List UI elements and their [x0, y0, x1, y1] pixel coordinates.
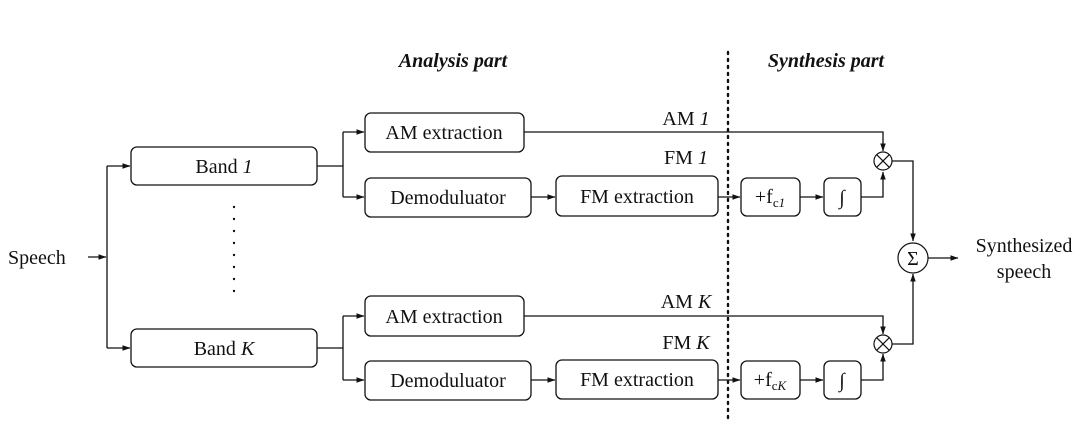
freq-shift-k-label: +fcK [754, 369, 788, 393]
integrator-k-label: ∫ [837, 370, 846, 393]
multiplier-k-to-sum-wire [892, 273, 916, 345]
band-1-demodulator-label: Demoduluator [390, 187, 506, 209]
output-label-line-1: Synthesized [976, 235, 1073, 257]
am-1-to-multiplier-wire [524, 131, 886, 152]
freq-shift-1-label: +fc1 [755, 186, 785, 210]
band-1-fm-extraction-label: FM extraction [580, 186, 694, 208]
integrator-1-label: ∫ [837, 187, 846, 210]
fm-1-signal-label: FM 1 [664, 147, 708, 169]
band-k-demodulator-label: Demoduluator [390, 370, 506, 392]
band-k-am-extraction-label: AM extraction [385, 306, 502, 328]
analysis-part-heading: Analysis part [397, 50, 509, 72]
band-1-chain: Band 1 AM extraction Demoduluator FM ext… [130, 108, 916, 242]
summation-node: Σ [897, 242, 929, 274]
speech-input-label: Speech [8, 247, 66, 269]
sum-symbol: Σ [907, 248, 919, 270]
band-k-chain: Band K AM extraction Demoduluator FM ext… [130, 273, 916, 401]
band-1-am-extraction-label: AM extraction [385, 122, 502, 144]
band-1-label: Band 1 [195, 156, 252, 178]
multiplier-1-to-sum-wire [892, 160, 916, 242]
fm-k-signal-label: FM K [662, 332, 711, 354]
output-label-line-2: speech [997, 261, 1051, 283]
synthesis-part-heading: Synthesis part [768, 50, 886, 72]
band-k-fm-extraction-label: FM extraction [580, 369, 694, 391]
integrator-1-to-multiplier-wire [861, 171, 886, 198]
band-k-label: Band K [194, 338, 256, 360]
am-1-signal-label: AM 1 [662, 108, 709, 130]
band-1-fm-extraction-box [555, 175, 719, 217]
multiplier-k [873, 334, 893, 354]
integrator-k-to-multiplier-wire [861, 353, 886, 381]
am-k-to-multiplier-wire [524, 315, 886, 335]
bands-ellipsis [232, 205, 236, 293]
multiplier-1 [873, 151, 893, 171]
am-k-signal-label: AM K [661, 291, 713, 313]
